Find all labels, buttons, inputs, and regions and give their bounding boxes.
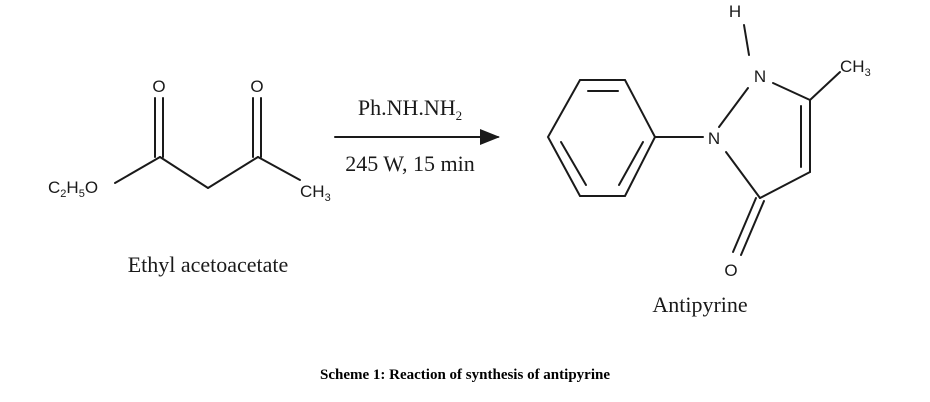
c-ch3-bond	[257, 156, 301, 181]
c3-n-bond	[725, 151, 761, 199]
phenyl-double-bond-left	[560, 141, 587, 186]
phenyl-ring	[546, 79, 657, 197]
carbonyl-bond-a	[732, 197, 757, 253]
phenyl-double-bond-right	[618, 141, 644, 186]
reactant-name: Ethyl acetoacetate	[128, 252, 289, 277]
product-name: Antipyrine	[652, 292, 747, 317]
ch2-c-bond	[207, 156, 259, 189]
n-h-bond	[743, 24, 750, 56]
reactant-methyl-label: CH3	[300, 182, 331, 204]
reaction-conditions: 245 W, 15 min	[345, 151, 475, 176]
ethoxy-group-label: C2H5O	[48, 178, 98, 200]
c5-methyl-bond	[809, 71, 841, 101]
ketone-carbonyl-oxygen: O	[250, 77, 263, 96]
ester-o-c-bond	[114, 156, 161, 184]
carbonyl-oxygen: O	[724, 261, 737, 280]
n-c5-bond	[772, 82, 811, 101]
c-ch2-bond	[159, 156, 209, 189]
ester-carbonyl-oxygen: O	[152, 77, 165, 96]
c4-c3-bond	[759, 171, 811, 199]
nh-hydrogen: H	[729, 2, 741, 21]
reagent-label: Ph.NH.NH2	[358, 95, 462, 123]
product-methyl-label: CH3	[840, 57, 871, 79]
n-n-bond	[718, 87, 749, 128]
pyrazole-n-phenyl-nitrogen: N	[708, 129, 720, 148]
carbonyl-bond-b	[740, 200, 765, 256]
pyrazole-nh-nitrogen: N	[754, 67, 766, 86]
ethyl-acetoacetate-structure: O O C2H5O CH3 Ethyl acetoacetate	[48, 77, 331, 277]
antipyrine-structure: H N N O CH3 Antipyrine	[546, 2, 871, 317]
scheme-caption: Scheme 1: Reaction of synthesis of antip…	[320, 367, 610, 383]
reaction-arrow-group: Ph.NH.NH2 245 W, 15 min	[334, 95, 500, 176]
